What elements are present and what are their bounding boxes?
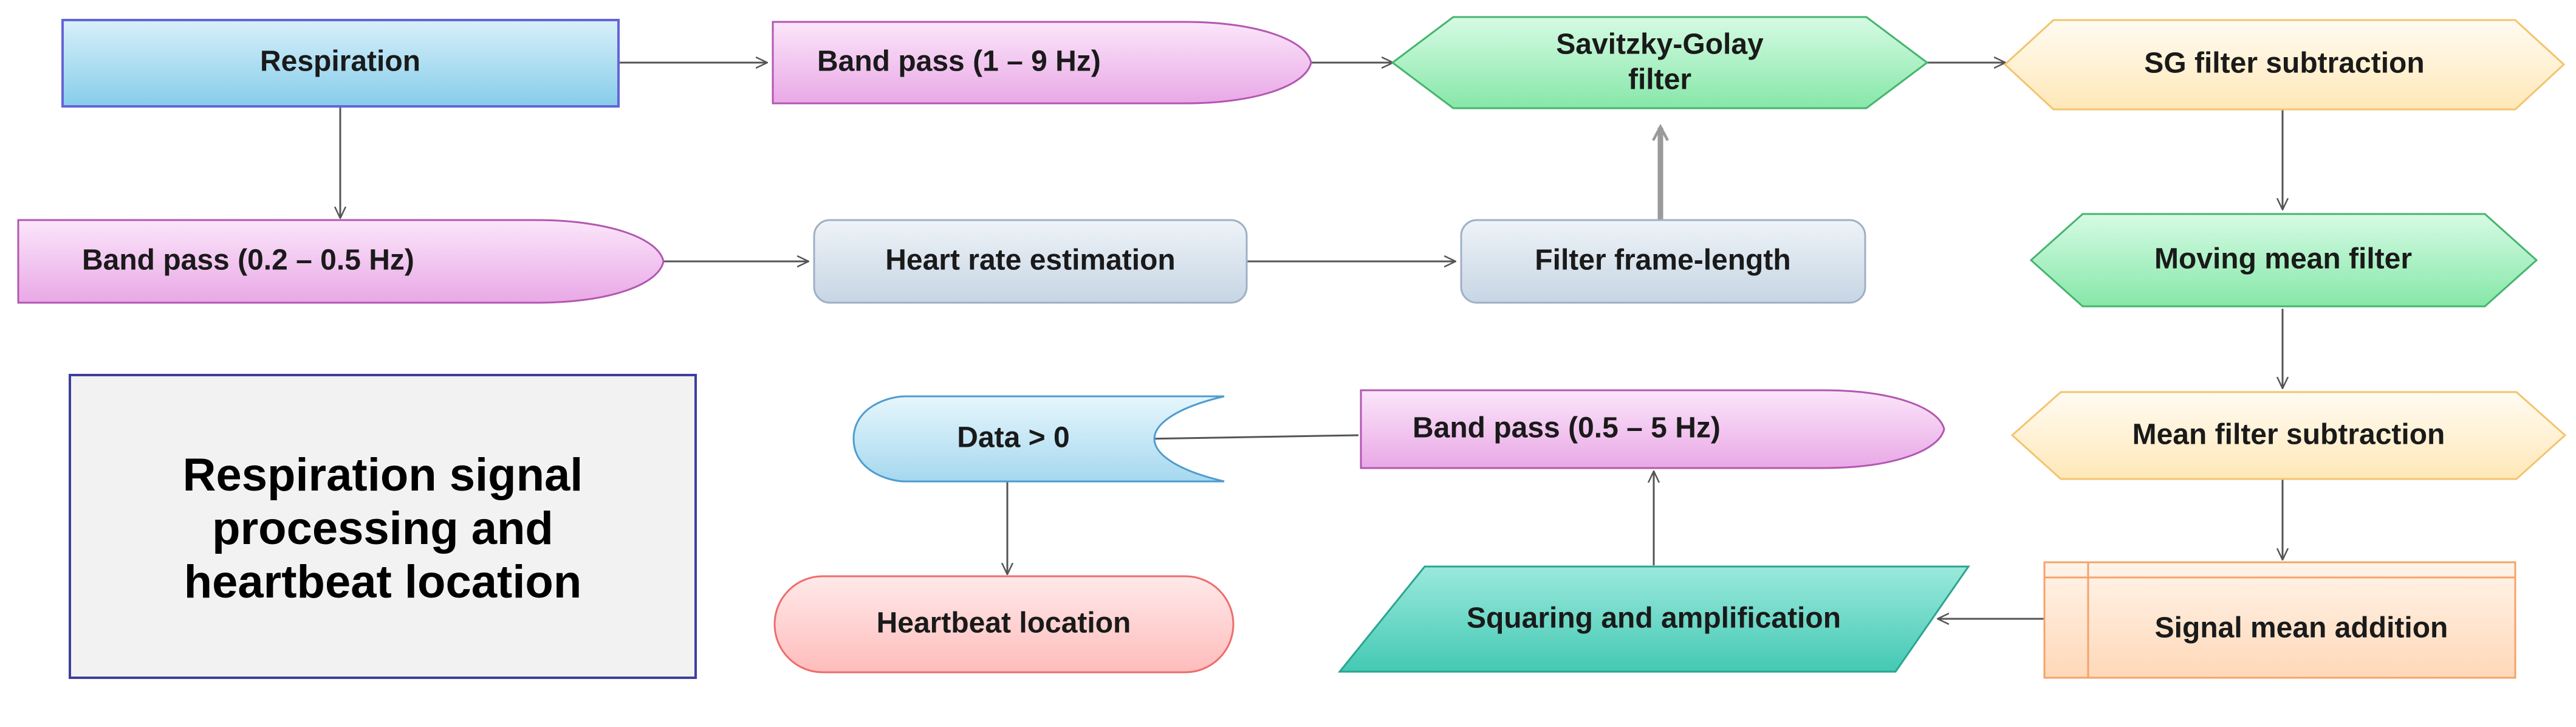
diagram-title-line1: Respiration signal bbox=[183, 449, 583, 501]
node-moving-mean-filter: Moving mean filter bbox=[2029, 213, 2538, 308]
edges bbox=[340, 63, 2283, 619]
diagram-title-box: Respiration signal processing and heartb… bbox=[69, 374, 697, 679]
node-heartbeat-location: Heartbeat location bbox=[773, 575, 1235, 674]
node-sg-filter-subtraction-label: SG filter subtraction bbox=[2144, 47, 2424, 80]
node-savitzky-golay-filter: Savitzky-Golay filter bbox=[1391, 16, 1929, 109]
node-savitzky-golay-label-line2: filter bbox=[1628, 64, 1691, 96]
node-band-pass-1-9-label: Band pass (1 – 9 Hz) bbox=[817, 46, 1101, 78]
node-sg-filter-subtraction: SG filter subtraction bbox=[2003, 19, 2566, 111]
node-mean-filter-subtraction: Mean filter subtraction bbox=[2010, 391, 2567, 480]
node-mean-filter-subtraction-label: Mean filter subtraction bbox=[2132, 419, 2445, 451]
node-filter-frame-length-label: Filter frame-length bbox=[1535, 244, 1790, 277]
node-squaring-amplification-label: Squaring and amplification bbox=[1467, 602, 1841, 635]
node-band-pass-05-5: Band pass (0.5 – 5 Hz) bbox=[1360, 389, 1945, 469]
node-squaring-amplification: Squaring and amplification bbox=[1337, 565, 1970, 673]
node-signal-mean-addition-label: Signal mean addition bbox=[2155, 612, 2448, 644]
node-band-pass-02-05-label: Band pass (0.2 – 0.5 Hz) bbox=[82, 244, 414, 277]
node-savitzky-golay-label-line1: Savitzky-Golay bbox=[1556, 29, 1764, 61]
node-heart-rate-estimation: Heart rate estimation bbox=[813, 219, 1248, 304]
node-respiration-label: Respiration bbox=[260, 46, 420, 78]
node-filter-frame-length: Filter frame-length bbox=[1460, 219, 1866, 304]
node-data-gt-0: Data > 0 bbox=[852, 395, 1225, 483]
node-heartbeat-location-label: Heartbeat location bbox=[877, 607, 1131, 639]
diagram-title-line3: heartbeat location bbox=[184, 556, 582, 608]
edge-bandpass-05-5-to-data-gt-0 bbox=[1143, 435, 1359, 439]
node-moving-mean-filter-label: Moving mean filter bbox=[2154, 243, 2412, 275]
node-respiration: Respiration bbox=[61, 19, 620, 108]
node-band-pass-02-05: Band pass (0.2 – 0.5 Hz) bbox=[17, 219, 665, 304]
node-data-gt-0-label: Data > 0 bbox=[957, 422, 1069, 454]
node-heart-rate-estimation-label: Heart rate estimation bbox=[885, 244, 1176, 277]
node-signal-mean-addition: Signal mean addition bbox=[2043, 561, 2516, 679]
node-band-pass-05-5-label: Band pass (0.5 – 5 Hz) bbox=[1413, 412, 1721, 444]
node-band-pass-1-9: Band pass (1 – 9 Hz) bbox=[772, 21, 1312, 105]
diagram-title-line2: processing and bbox=[212, 503, 553, 554]
